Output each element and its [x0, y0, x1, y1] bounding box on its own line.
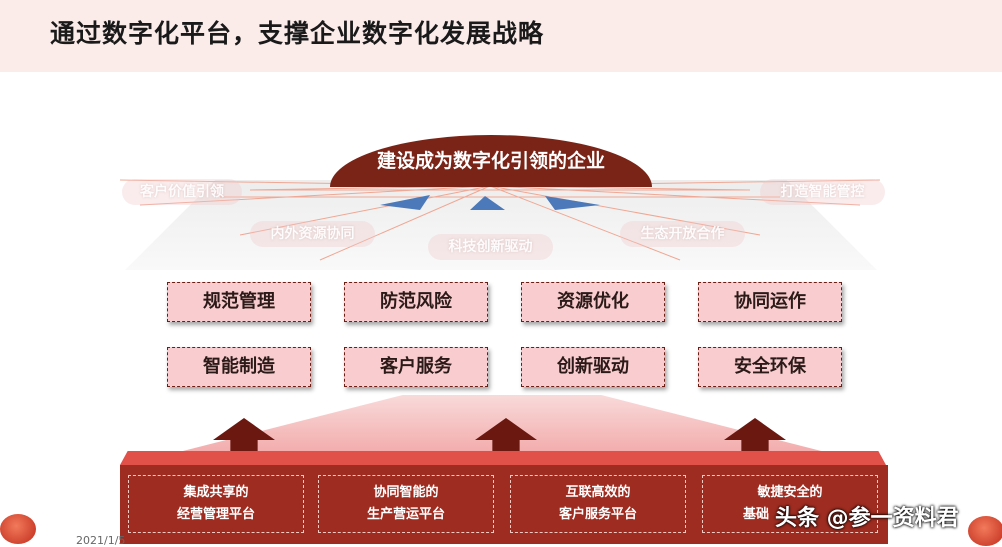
- ghost-label-ecosystem: 生态开放合作: [620, 221, 745, 247]
- platform-box: 协同智能的 生产营运平台: [318, 475, 494, 533]
- capability-box: 创新驱动: [521, 347, 665, 387]
- platform-base-top: [120, 451, 886, 465]
- platform-box: 互联高效的 客户服务平台: [510, 475, 686, 533]
- ghost-label-tech-innovation: 科技创新驱动: [428, 234, 553, 260]
- capability-box: 安全环保: [698, 347, 842, 387]
- capability-box: 资源优化: [521, 282, 665, 322]
- ghost-label-customer-value: 客户价值引领: [122, 179, 242, 205]
- page-title: 通过数字化平台，支撑企业数字化发展战略: [50, 19, 545, 48]
- ghost-label-smart-control: 打造智能管控: [760, 179, 885, 205]
- header-band: 通过数字化平台，支撑企业数字化发展战略: [0, 0, 1002, 72]
- platform-line1: 协同智能的: [373, 485, 439, 500]
- lantern-icon: [0, 514, 36, 544]
- capability-box: 智能制造: [167, 347, 311, 387]
- platform-line2: 生产营运平台: [366, 507, 445, 522]
- capability-box: 客户服务: [344, 347, 488, 387]
- capability-box: 协同运作: [698, 282, 842, 322]
- platform-line2: 经营管理平台: [176, 507, 255, 522]
- watermark: 头条 @参一资料君: [775, 506, 959, 531]
- platform-box: 集成共享的 经营管理平台: [128, 475, 304, 533]
- lantern-icon: [968, 516, 1002, 546]
- slide-date: 2021/1/5: [76, 534, 126, 547]
- platform-line2: 客户服务平台: [558, 507, 637, 522]
- platform-line1: 互联高效的: [565, 485, 631, 500]
- capability-box: 规范管理: [167, 282, 311, 322]
- platform-box: 敏捷安全的 基础: [702, 475, 878, 533]
- ghost-label-resource-collab: 内外资源协同: [250, 221, 375, 247]
- capability-box: 防范风险: [344, 282, 488, 322]
- platform-line1: 敏捷安全的: [757, 485, 823, 500]
- platform-line1: 集成共享的: [183, 485, 249, 500]
- platform-line2: 基础: [743, 507, 770, 522]
- platform-base: [120, 465, 888, 544]
- strategic-goal: 建设成为数字化引领的企业: [330, 135, 652, 187]
